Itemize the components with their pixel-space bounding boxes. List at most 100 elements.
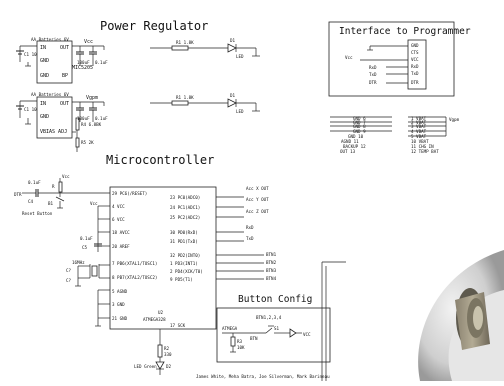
reg2-pin-vbias: VBIAS ADJ <box>40 129 67 135</box>
mcu-lpin-5: 7 PB6(XTAL1/TOSC1) <box>112 261 157 266</box>
mcu-lpin-9: 21 GND <box>112 316 128 321</box>
led-green-label: LED Green <box>134 364 157 369</box>
hdr-left-7: OUT 13 <box>340 149 356 154</box>
reg2-r5: R5 2K <box>81 140 94 145</box>
reg2-r4: R4 6.8BK <box>81 122 102 127</box>
led1-resistor: R1 1.8K <box>176 40 194 45</box>
mcu-lpin-1: 4 VCC <box>112 204 125 209</box>
power-regulator-title: Power Regulator <box>100 19 208 33</box>
cap-in-1-label: C1 10uF <box>24 52 42 57</box>
prog-left-rxd: RxD <box>369 65 377 70</box>
reset-button-ref: B1 <box>48 201 54 206</box>
credits-text: James White, Meha Batra, Joe Silverman, … <box>196 374 330 379</box>
reg1-pin-gnd-b: GND <box>40 73 49 79</box>
header-right-wiring <box>330 116 447 137</box>
battery-label-2: AA Batteries 6V <box>31 92 69 97</box>
btn-label: BTN1,2,3,4 <box>256 315 282 320</box>
hdr-left-6: BACKUP 12 <box>343 144 366 149</box>
hdr-net: Vgpm <box>449 117 460 122</box>
crystal-cap-1: C? <box>66 268 72 273</box>
reg1-cap-out: 0.1uF <box>95 60 108 65</box>
prog-pin-gnd: GND <box>411 43 419 48</box>
prog-left-dtr: DTR <box>369 80 377 85</box>
mcu-rpin-1: 24 PC1(ADC1) <box>170 205 200 210</box>
hdr-right-2: 3 VBAT <box>411 124 427 129</box>
c5-ref: C5 <box>82 245 88 250</box>
hdr-right-1: 2 VBAT <box>411 120 427 125</box>
mcu-ref: U2 <box>158 310 164 315</box>
reg1-cap-bp: 100uF <box>77 60 90 65</box>
reg1-part: MIC5205 <box>72 65 93 71</box>
reg1-pin-out: OUT <box>60 45 69 51</box>
prog-pin-cts: CTS <box>411 50 419 55</box>
net-acc-x: Acc X OUT <box>246 186 269 191</box>
battery-label-1: AA Batteries 6V <box>31 37 69 42</box>
vcc-wiring <box>94 205 110 252</box>
crystal-wiring <box>75 264 110 287</box>
button-config-title: Button Config <box>238 294 312 305</box>
prog-left-txd: TxD <box>369 72 377 77</box>
reset-wiring <box>22 178 110 209</box>
btn-r3-val: 10K <box>237 345 245 350</box>
reg2-cap-bp: 100uF <box>77 116 90 121</box>
mcu-lpin-2: 6 VCC <box>112 217 125 222</box>
reg1-net: Vcc <box>84 39 93 45</box>
mcu-rpin-2: 25 PC2(ADC2) <box>170 215 200 220</box>
3d-enclosure-render <box>418 250 504 381</box>
programmer-wiring <box>360 45 408 84</box>
reg1-pin-bp: BP <box>62 73 68 79</box>
mcu-rpin-8: 9 PD5(T1) <box>170 277 193 282</box>
reg1-pin-in: IN <box>40 45 46 51</box>
net-btn2: BTN2 <box>266 260 277 265</box>
hdr-right-5: 10 VBAT <box>411 139 429 144</box>
hdr-right-3: 4 VBAT <box>411 129 427 134</box>
mcu-rpin-5: 32 PD2(INT0) <box>170 253 200 258</box>
mcu-bottom-wiring <box>95 289 165 375</box>
hdr-left-0: GND 6 <box>353 116 366 121</box>
net-btn1: BTN1 <box>266 252 277 257</box>
hdr-left-5: AGND 11 <box>341 139 359 144</box>
reg2-pin-gnd: GND <box>40 114 49 120</box>
programmer-frame <box>328 21 455 97</box>
hdr-right-4: 5 VBAT <box>411 134 427 139</box>
reg2-wiring <box>72 101 104 152</box>
mcu-lpin-8: 3 GND <box>112 302 125 307</box>
reset-button-label: Reset Button <box>22 211 53 216</box>
battery-symbol-2 <box>16 100 37 125</box>
net-btn4: BTN4 <box>266 276 277 281</box>
reset-vcc-net: Vcc <box>62 174 70 179</box>
prog-pin-txd: TxD <box>411 71 419 76</box>
reg2-net: Vgpm <box>86 95 98 101</box>
hdr-right-6: 11 CHG IN <box>411 144 434 149</box>
led1-diode-ref: D1 <box>230 38 236 43</box>
programmer-connector <box>407 39 427 90</box>
regulator-1 <box>36 40 73 84</box>
cap-in-2-label: C1 10uF <box>24 107 42 112</box>
mcu-lpin-3: 18 AVCC <box>112 230 130 235</box>
net-acc-y: Acc Y OUT <box>246 197 269 202</box>
mcu-lpin-7: 5 AGND <box>112 289 128 294</box>
reset-cap-ref: C4 <box>28 199 34 204</box>
reg2-cap-out: 0.1uF <box>95 116 108 121</box>
mcu-lpin-6: 8 PB7(XTAL2/TOSC2) <box>112 275 157 280</box>
mcu-vcc-net: Vcc <box>90 201 98 206</box>
net-btn3: BTN3 <box>266 268 277 273</box>
crystal-cap-2: C? <box>66 278 72 283</box>
button-config-wiring <box>222 325 302 353</box>
led2-resistor: R1 1.8K <box>176 95 194 100</box>
mcu-rpin-0: 23 PC0(ADC0) <box>170 195 200 200</box>
mcu-lpin-0: 29 PC6(/RESET) <box>112 191 147 196</box>
crystal-label: 16MHz <box>72 260 85 265</box>
dtr-net: DTR <box>14 192 22 197</box>
net-rxd: RxD <box>246 225 254 230</box>
mcu-rpin-3: 30 PD0(RxD) <box>170 230 198 235</box>
battery-symbol-1 <box>16 45 37 62</box>
net-acc-z: Acc Z OUT <box>246 209 269 214</box>
reset-cap: 0.1uF <box>28 180 41 185</box>
led-2-chain <box>103 98 260 112</box>
atmega328-chip <box>109 186 217 330</box>
led1-label: LED <box>236 54 244 59</box>
led-green-ref: D2 <box>166 364 172 369</box>
